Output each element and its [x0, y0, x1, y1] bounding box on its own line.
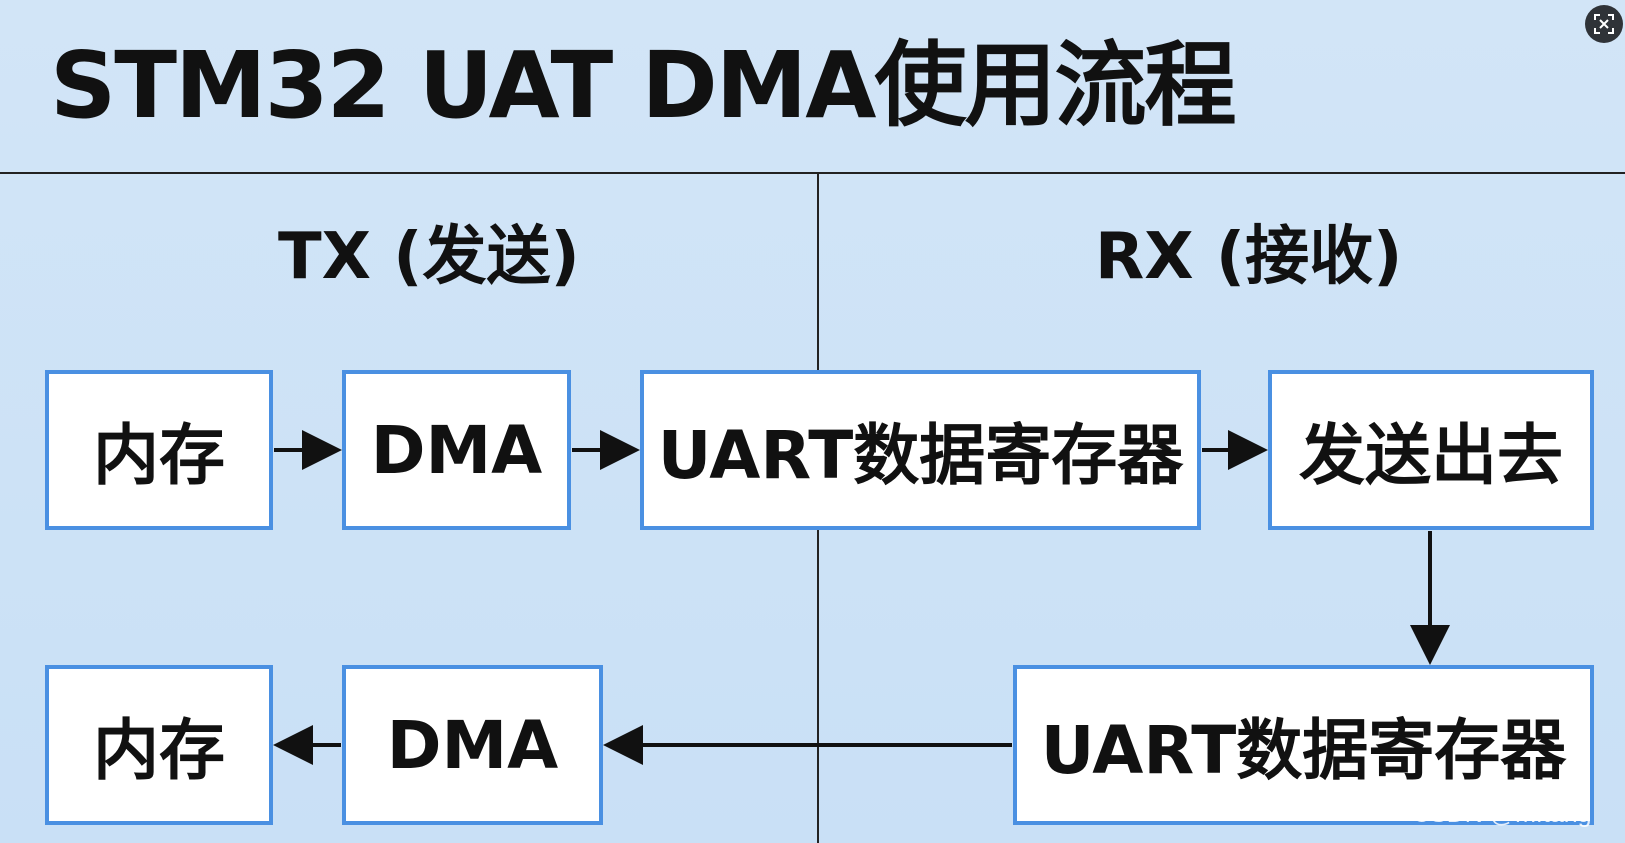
page-title: STM32 UAT DMA使用流程 [50, 32, 1236, 139]
send-out-box: 发送出去 [1268, 370, 1594, 530]
rx-memory-box: 内存 [45, 665, 273, 825]
title-divider [0, 172, 1625, 174]
rx-memory-label: 内存 [93, 712, 225, 789]
rx-dma-label: DMA [386, 706, 559, 784]
tx-dma-label: DMA [370, 411, 543, 489]
tx-uart-register-label: UART数据寄存器 [657, 417, 1184, 494]
rx-uart-register-box: UART数据寄存器 [1013, 665, 1594, 825]
tx-dma-box: DMA [342, 370, 571, 530]
watermark: CSDN @mftang [1412, 800, 1592, 828]
tx-memory-label: 内存 [93, 417, 225, 494]
tx-memory-box: 内存 [45, 370, 273, 530]
image-viewer-icon[interactable] [1585, 5, 1623, 43]
rx-dma-box: DMA [342, 665, 603, 825]
tx-uart-register-box: UART数据寄存器 [640, 370, 1201, 530]
expand-icon [1594, 14, 1614, 34]
rx-section-heading: RX (接收) [1095, 220, 1403, 294]
rx-uart-register-label: UART数据寄存器 [1040, 712, 1567, 789]
send-out-label: 发送出去 [1299, 417, 1563, 494]
tx-section-heading: TX (发送) [278, 220, 580, 294]
